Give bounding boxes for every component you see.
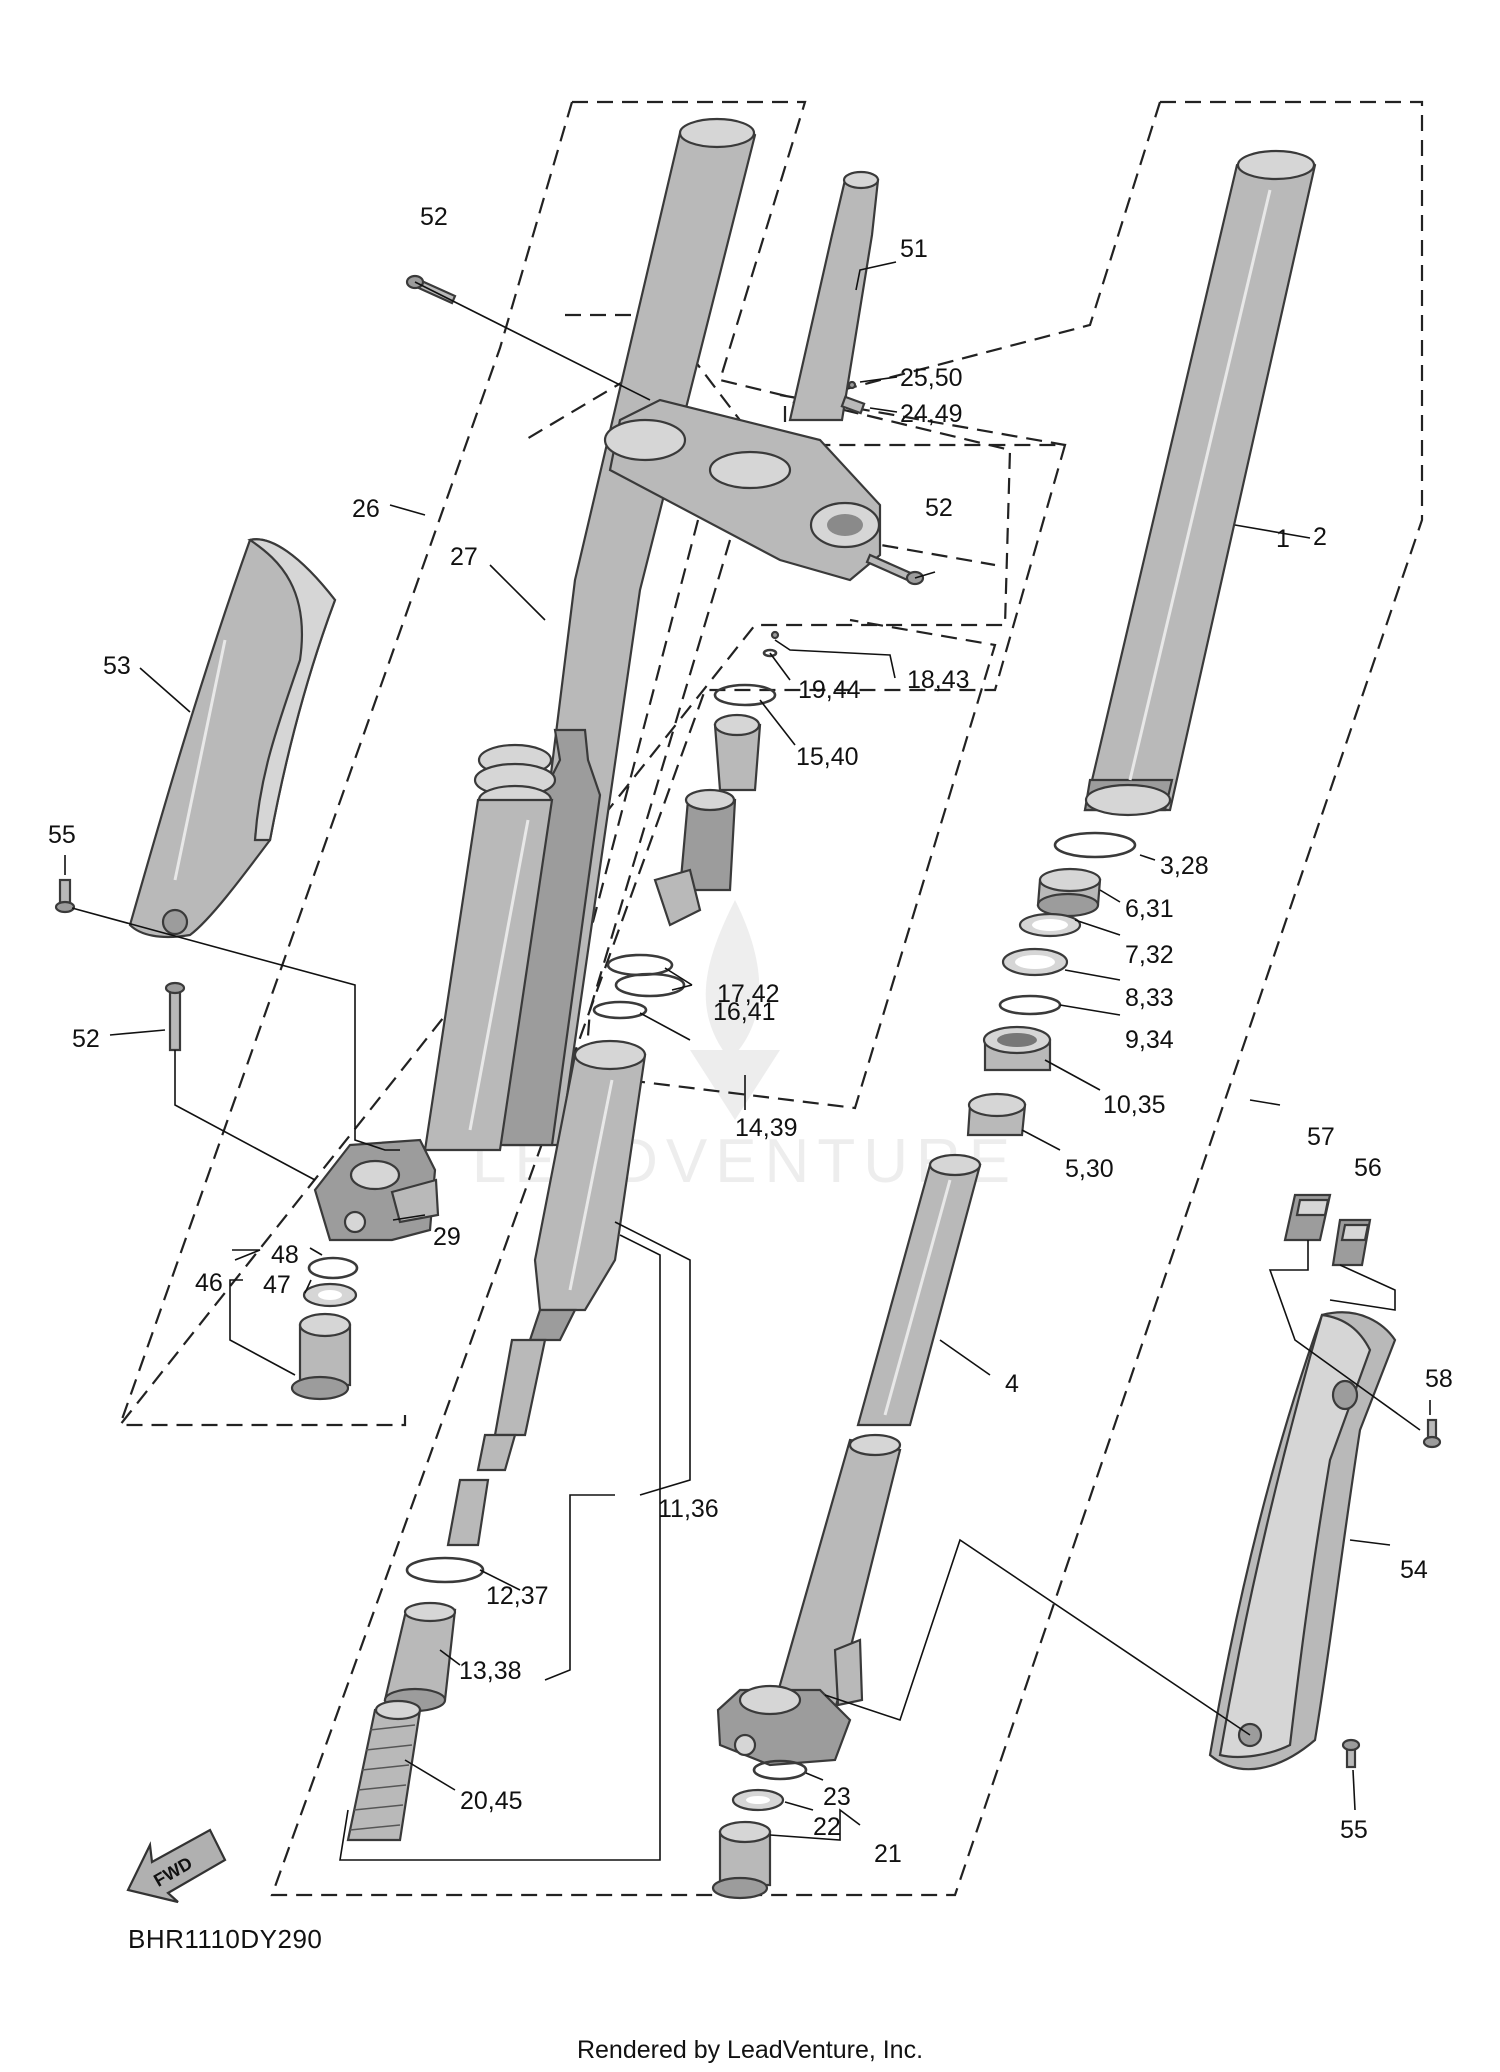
right-fork-guard xyxy=(1208,1311,1397,1771)
clamp-bolts xyxy=(164,274,925,1052)
callout-21: 21 xyxy=(874,1840,902,1868)
callout-13-38: 13,38 xyxy=(459,1657,522,1685)
leader-lines xyxy=(64,261,1431,1861)
callout-9-34: 9,34 xyxy=(1125,1026,1174,1054)
steering-stem xyxy=(788,170,880,422)
cap-bolt-assembly xyxy=(592,630,780,1020)
callout-27: 27 xyxy=(450,543,478,571)
callout-25-50: 25,50 xyxy=(900,364,963,392)
credit-line: Rendered by LeadVenture, Inc. xyxy=(577,2036,923,2064)
callout-4: 4 xyxy=(1005,1370,1019,1398)
callout-8-33: 8,33 xyxy=(1125,984,1174,1012)
callout-56: 56 xyxy=(1354,1154,1382,1182)
right-guard-screws xyxy=(1341,1418,1442,1769)
piston-ring xyxy=(405,1556,485,1584)
callout-11-36: 11,36 xyxy=(658,1495,719,1523)
callout-29: 29 xyxy=(433,1223,461,1251)
callout-19-44: 19,44 xyxy=(798,676,861,704)
callout-14-39: 14,39 xyxy=(735,1114,798,1142)
callout-58: 58 xyxy=(1425,1365,1453,1393)
lower-bracket xyxy=(603,398,882,582)
fwd-arrow: FWD xyxy=(126,1828,227,1904)
callout-22: 22 xyxy=(813,1813,841,1841)
diagram-code: BHR1110DY290 xyxy=(128,1924,322,1954)
callout-53: 53 xyxy=(103,652,131,680)
inner-tube-section xyxy=(856,1153,982,1427)
left-guard-screw xyxy=(54,878,76,914)
right-outer-tube-lower xyxy=(716,1433,902,1767)
group-outlines xyxy=(117,100,1424,1897)
seal-stack xyxy=(966,831,1137,1137)
guard-clamps xyxy=(1283,1193,1372,1267)
callout-10-35: 10,35 xyxy=(1103,1091,1166,1119)
callout-52-left: 52 xyxy=(72,1025,100,1053)
spring-seat xyxy=(383,1601,457,1713)
callout-1: 1 xyxy=(1276,525,1290,553)
left-axle-bracket xyxy=(313,1138,440,1242)
adjuster-screw xyxy=(840,380,866,415)
callout-6-31: 6,31 xyxy=(1125,895,1174,923)
right-inner-tube xyxy=(1083,149,1317,817)
damper-cartridge xyxy=(446,1039,647,1547)
callout-20-45: 20,45 xyxy=(460,1787,523,1815)
callout-15-40: 15,40 xyxy=(796,743,859,771)
callout-55-right: 55 xyxy=(1340,1816,1368,1844)
callout-5-30: 5,30 xyxy=(1065,1155,1114,1183)
callout-52-right: 52 xyxy=(925,494,953,522)
left-axle-holder xyxy=(290,1256,359,1401)
callout-7-32: 7,32 xyxy=(1125,941,1174,969)
right-axle-holder xyxy=(711,1759,808,1900)
callout-24-49: 24,49 xyxy=(900,400,963,428)
callout-47: 47 xyxy=(263,1271,291,1299)
callout-46: 46 xyxy=(195,1269,223,1297)
callout-54: 54 xyxy=(1400,1556,1428,1584)
callout-23: 23 xyxy=(823,1783,851,1811)
callout-3-28: 3,28 xyxy=(1160,852,1209,880)
callout-26: 26 xyxy=(352,495,380,523)
callout-57: 57 xyxy=(1307,1123,1335,1151)
callout-16-41: 16,41 xyxy=(713,998,776,1026)
callout-18-43: 18,43 xyxy=(907,666,970,694)
callout-52-top: 52 xyxy=(420,203,448,231)
callout-labels: 1 2 3,28 4 5,30 6,31 7,32 8,33 9,34 10,3… xyxy=(48,203,1453,1868)
callout-51: 51 xyxy=(900,235,928,263)
callout-48: 48 xyxy=(271,1241,299,1269)
callout-2: 2 xyxy=(1313,523,1327,551)
left-fork-guard xyxy=(128,538,337,939)
callout-12-37: 12,37 xyxy=(486,1582,549,1610)
fork-spring xyxy=(346,1699,422,1842)
callout-55-left: 55 xyxy=(48,821,76,849)
left-outer-tube xyxy=(423,117,757,1152)
callout-17-42: 17,42 xyxy=(717,980,780,1008)
